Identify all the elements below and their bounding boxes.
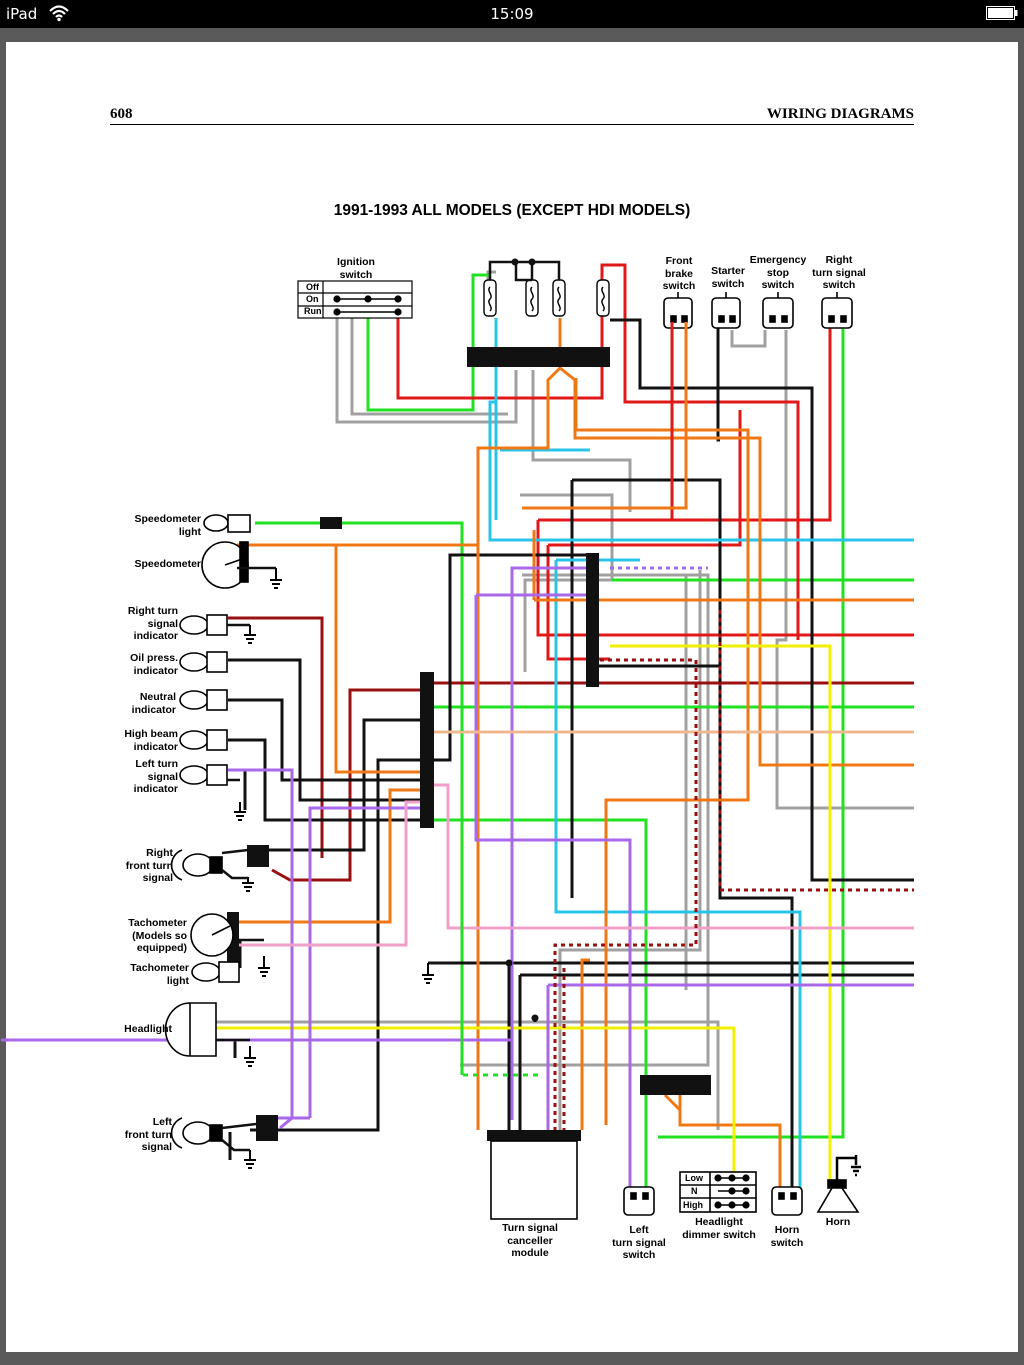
clock: 15:09 xyxy=(490,5,534,23)
tachometer-light-label: Tachometer light xyxy=(130,962,189,987)
canceller-connector xyxy=(487,1130,581,1141)
section-title: WIRING DIAGRAMS xyxy=(766,106,914,122)
right-front-turn-signal-label: Right front turn signal xyxy=(125,847,173,884)
dark-red-wires xyxy=(228,616,914,882)
starter-switch-label: Starter switch xyxy=(711,265,745,290)
horn-switch-icon xyxy=(771,1186,803,1216)
neutral-indicator-icon xyxy=(179,689,228,711)
inline-connector xyxy=(320,517,342,529)
oil-press-indicator-icon xyxy=(179,651,228,673)
horn-switch-label: Horn switch xyxy=(770,1224,804,1249)
starter-switch-icon xyxy=(711,292,741,329)
wifi-icon xyxy=(49,5,69,22)
oil-press-indicator-label: Oil press. indicator xyxy=(130,652,178,677)
high-beam-indicator-icon xyxy=(179,729,228,751)
headlight-dimmer-switch-label: Headlight dimmer switch xyxy=(682,1216,756,1241)
headlight-label: Headlight xyxy=(124,1023,172,1035)
turn-signal-canceller-label: Turn signal canceller module xyxy=(502,1222,558,1259)
fuse-block xyxy=(483,279,610,317)
connector-block-1 xyxy=(420,672,434,828)
device-name: iPad xyxy=(6,5,38,23)
emergency-stop-switch-icon xyxy=(762,292,794,329)
right-front-turn-signal-icon xyxy=(170,849,223,881)
tachometer-light-icon xyxy=(191,961,240,983)
headlight-icon xyxy=(164,1002,217,1057)
turn-signal-canceller-module-icon xyxy=(490,1140,578,1220)
dimmer-pos-low: Low xyxy=(685,1173,703,1183)
ignition-pos-off: Off xyxy=(306,282,319,292)
left-turn-signal-indicator-icon xyxy=(179,764,228,786)
horn-label: Horn xyxy=(825,1216,851,1228)
left-turn-signal-indicator-label: Left turn signal indicator xyxy=(133,758,178,795)
horn-icon xyxy=(816,1179,860,1213)
high-beam-indicator-label: High beam indicator xyxy=(124,728,178,753)
dimmer-pos-n: N xyxy=(691,1186,698,1196)
speedometer-light-label: Speedometer light xyxy=(134,513,201,538)
right-signal-connector xyxy=(247,845,269,867)
left-turn-signal-switch-label: Left turn signal switch xyxy=(612,1224,666,1261)
diagram-title: 1991-1993 ALL MODELS (EXCEPT HDI MODELS) xyxy=(333,202,691,219)
header-rule xyxy=(110,124,914,125)
left-signal-connector xyxy=(256,1115,278,1141)
ignition-pos-on: On xyxy=(306,294,319,304)
left-front-turn-signal-icon xyxy=(170,1117,223,1149)
ignition-pos-run: Run xyxy=(304,306,322,316)
emergency-stop-switch-label: Emergency stop switch xyxy=(749,254,807,291)
right-turn-signal-indicator-label: Right turn signal indicator xyxy=(127,605,178,642)
ignition-switch xyxy=(297,280,413,319)
pink-wires xyxy=(237,783,914,947)
front-brake-switch-label: Front brake switch xyxy=(662,255,696,292)
right-turn-signal-indicator-icon xyxy=(179,614,228,636)
tachometer-icon xyxy=(190,913,234,957)
blue-wires xyxy=(488,318,914,1195)
left-turn-signal-switch-icon xyxy=(623,1186,655,1216)
dimmer-pos-high: High xyxy=(683,1200,703,1210)
front-brake-switch-icon xyxy=(663,292,693,329)
red-wires xyxy=(396,263,914,661)
left-front-turn-signal-label: Left front turn signal xyxy=(124,1116,172,1153)
speedometer-label: Speedometer xyxy=(134,558,201,570)
ground-symbols xyxy=(234,567,434,1169)
yellow-wires xyxy=(215,644,832,1180)
neutral-indicator-label: Neutral indicator xyxy=(131,691,176,716)
right-turn-signal-switch-icon xyxy=(821,292,853,329)
ignition-switch-label: Ignition switch xyxy=(337,256,375,281)
right-turn-signal-switch-label: Right turn signal switch xyxy=(812,254,866,291)
battery-icon xyxy=(986,6,1018,20)
speedometer-light-icon xyxy=(203,514,251,533)
connector-block-2 xyxy=(586,553,599,687)
dimmer-connector-block xyxy=(640,1075,711,1095)
status-bar: iPad 15:09 xyxy=(0,0,1024,28)
speedometer-icon xyxy=(201,541,249,589)
headlight-dimmer-switch-icon xyxy=(679,1171,757,1213)
tachometer-label: Tachometer (Models so equipped) xyxy=(128,917,187,954)
page-number: 608 xyxy=(110,106,133,122)
main-connector-block xyxy=(467,347,610,367)
